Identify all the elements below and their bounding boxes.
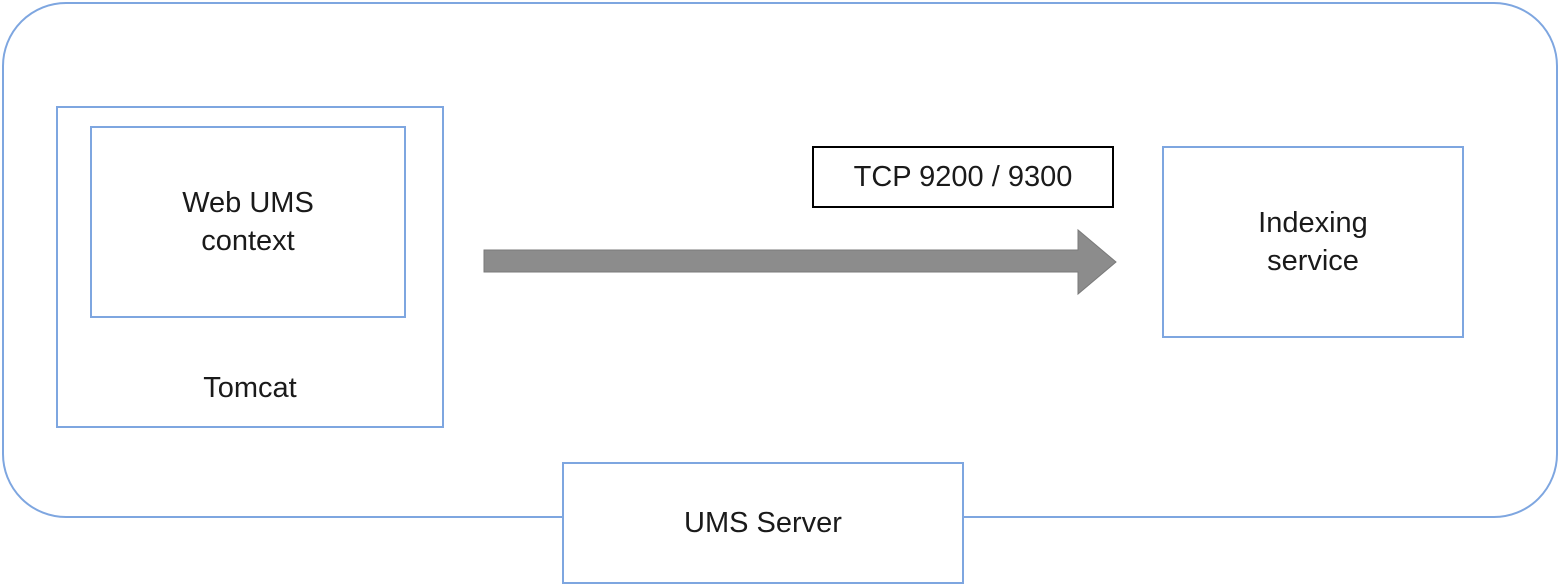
web-ums-context-box: Web UMS context bbox=[90, 126, 406, 318]
connection-arrow bbox=[483, 228, 1117, 296]
right-arrow-icon bbox=[483, 228, 1117, 296]
indexing-service-box: Indexing service bbox=[1162, 146, 1464, 338]
ums-server-label: UMS Server bbox=[562, 462, 964, 584]
tcp-port-label: TCP 9200 / 9300 bbox=[812, 146, 1114, 208]
tomcat-label: Tomcat bbox=[203, 372, 297, 404]
